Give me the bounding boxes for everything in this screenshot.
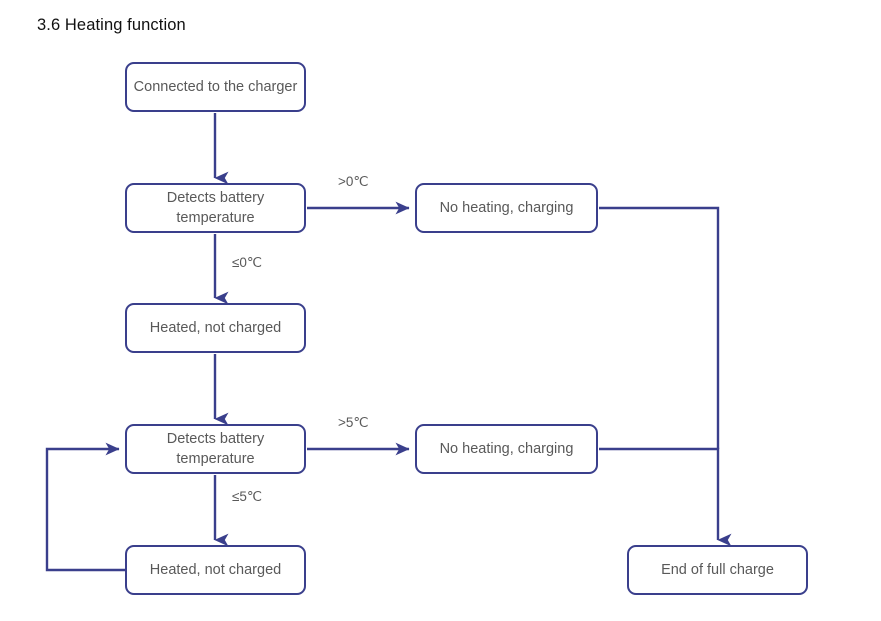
edge-noheat1-to-endcharge	[599, 206, 720, 449]
edge-label-at-most-0c: ≤0℃	[232, 255, 263, 270]
node-end-of-full-charge[interactable]: End of full charge	[627, 545, 808, 595]
page-title: 3.6 Heating function	[37, 16, 186, 34]
edge-label-greater-than-5c: >5℃	[338, 415, 369, 430]
node-no-heating-charging-1[interactable]: No heating, charging	[415, 183, 598, 233]
node-detects-battery-temperature-2[interactable]: Detects battery temperature	[125, 424, 306, 474]
edge-heated2-loop-to-detect2	[45, 442, 125, 572]
node-connected-to-the-charger[interactable]: Connected to the charger	[125, 62, 306, 112]
edge-label-at-most-5c: ≤5℃	[232, 489, 263, 504]
edge-label-greater-than-0c: >0℃	[338, 174, 369, 189]
edge-noheat2-to-endcharge	[599, 447, 732, 547]
node-detects-battery-temperature-1[interactable]: Detects battery temperature	[125, 183, 306, 233]
node-heated-not-charged-2[interactable]: Heated, not charged	[125, 545, 306, 595]
node-no-heating-charging-2[interactable]: No heating, charging	[415, 424, 598, 474]
node-heated-not-charged-1[interactable]: Heated, not charged	[125, 303, 306, 353]
